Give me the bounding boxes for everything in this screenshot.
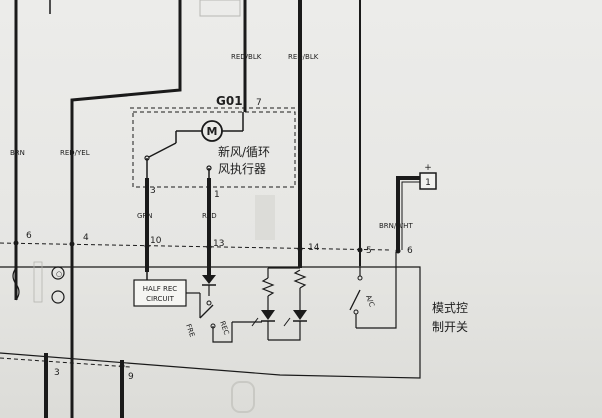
indicator-lamp-2 (51, 290, 65, 304)
pin-14: 14 (308, 243, 320, 253)
connector-row-dash (0, 242, 391, 251)
led-2 (293, 310, 307, 320)
pin-6-right: 6 (407, 246, 413, 256)
resistor-left (12, 267, 20, 301)
pin-3: 3 (150, 186, 156, 196)
fre-label: FRE (184, 323, 196, 338)
pin-13: 13 (213, 239, 224, 249)
indicator-lamp-1 (51, 266, 65, 280)
bottom-dash-line (0, 357, 131, 368)
bleed-artifact (231, 381, 255, 413)
svg-text:○: ○ (56, 270, 62, 278)
half-rec-label: HALF REC (143, 285, 177, 293)
led-1 (261, 310, 275, 320)
terminal-number: 1 (425, 178, 431, 188)
bleed-text-block (33, 261, 43, 303)
pin-3-bottom: 3 (54, 368, 60, 378)
resistor-1 (261, 277, 275, 297)
partial-box (199, 0, 241, 17)
mode-switch-label-2: 制开关 (432, 320, 468, 334)
pin-9: 9 (128, 372, 134, 382)
ac-label: A/C (364, 294, 376, 308)
mode-switch-label-1: 模式控 (432, 301, 468, 315)
actuator-box (132, 111, 296, 188)
actuator-label-2: 风执行器 (218, 162, 266, 176)
terminal-box (419, 172, 437, 190)
diode-red (202, 275, 216, 284)
pin-6-left: 6 (26, 231, 32, 241)
fre-rec-switch (199, 304, 214, 319)
wire-label-red-blk-left: RED/BLK (231, 53, 262, 61)
motor-letter: M (207, 125, 218, 138)
pin-10: 10 (150, 236, 162, 246)
pin-4: 4 (83, 233, 89, 243)
wire-label-brn: BRN (10, 149, 25, 157)
wire-label-red-blk-right: RED/BLK (288, 53, 319, 61)
pin-1: 1 (214, 190, 220, 200)
ac-switch (349, 289, 361, 311)
bleed-artifact (255, 195, 275, 240)
circuit-label: CIRCUIT (146, 295, 175, 303)
actuator-switch-blade (146, 142, 177, 159)
actuator-label-1: 新风/循环 (218, 144, 270, 159)
pin-7: 7 (256, 98, 262, 108)
mode-switch-outline (0, 266, 421, 379)
wire-brn-wht (396, 176, 420, 250)
rec-label: REC (218, 320, 230, 336)
pin-5: 5 (366, 246, 372, 256)
wire-label-grn: GRN (137, 212, 153, 220)
plus-sign: + (424, 163, 432, 173)
resistor-2 (293, 269, 307, 289)
wire-label-red-yel: RED/YEL (60, 149, 90, 157)
wire-red-yel (70, 0, 182, 418)
connector-id: G01 (216, 94, 243, 108)
